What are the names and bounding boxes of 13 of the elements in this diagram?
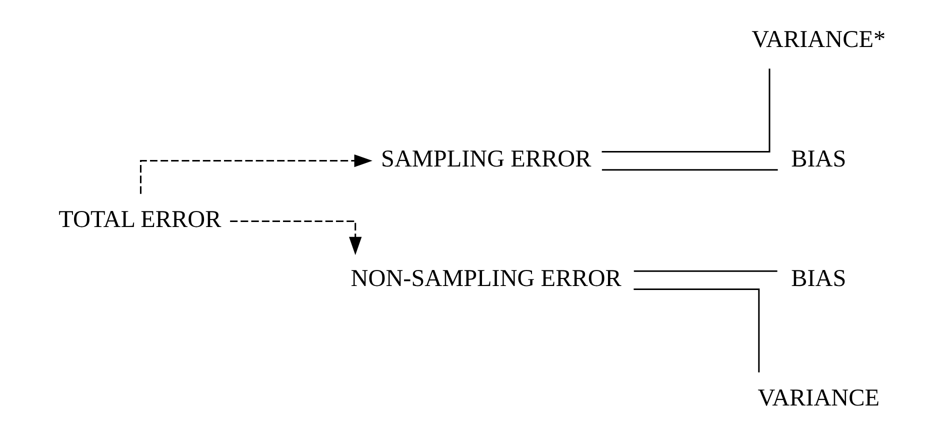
node-text: TOTAL ERROR <box>58 206 221 233</box>
connector <box>633 270 777 272</box>
node-text: NON-SAMPLING ERROR <box>350 264 621 292</box>
node-text: SAMPLING ERROR <box>380 146 591 173</box>
node-text: VARIANCE* <box>751 26 886 54</box>
node-text: BIAS <box>790 146 846 173</box>
connector <box>633 288 760 372</box>
node-text: VARIANCE <box>757 384 880 412</box>
connector <box>601 68 770 152</box>
connector <box>601 169 778 171</box>
arrow <box>230 220 362 256</box>
node-text: BIAS <box>790 264 846 292</box>
arrow <box>139 154 372 194</box>
